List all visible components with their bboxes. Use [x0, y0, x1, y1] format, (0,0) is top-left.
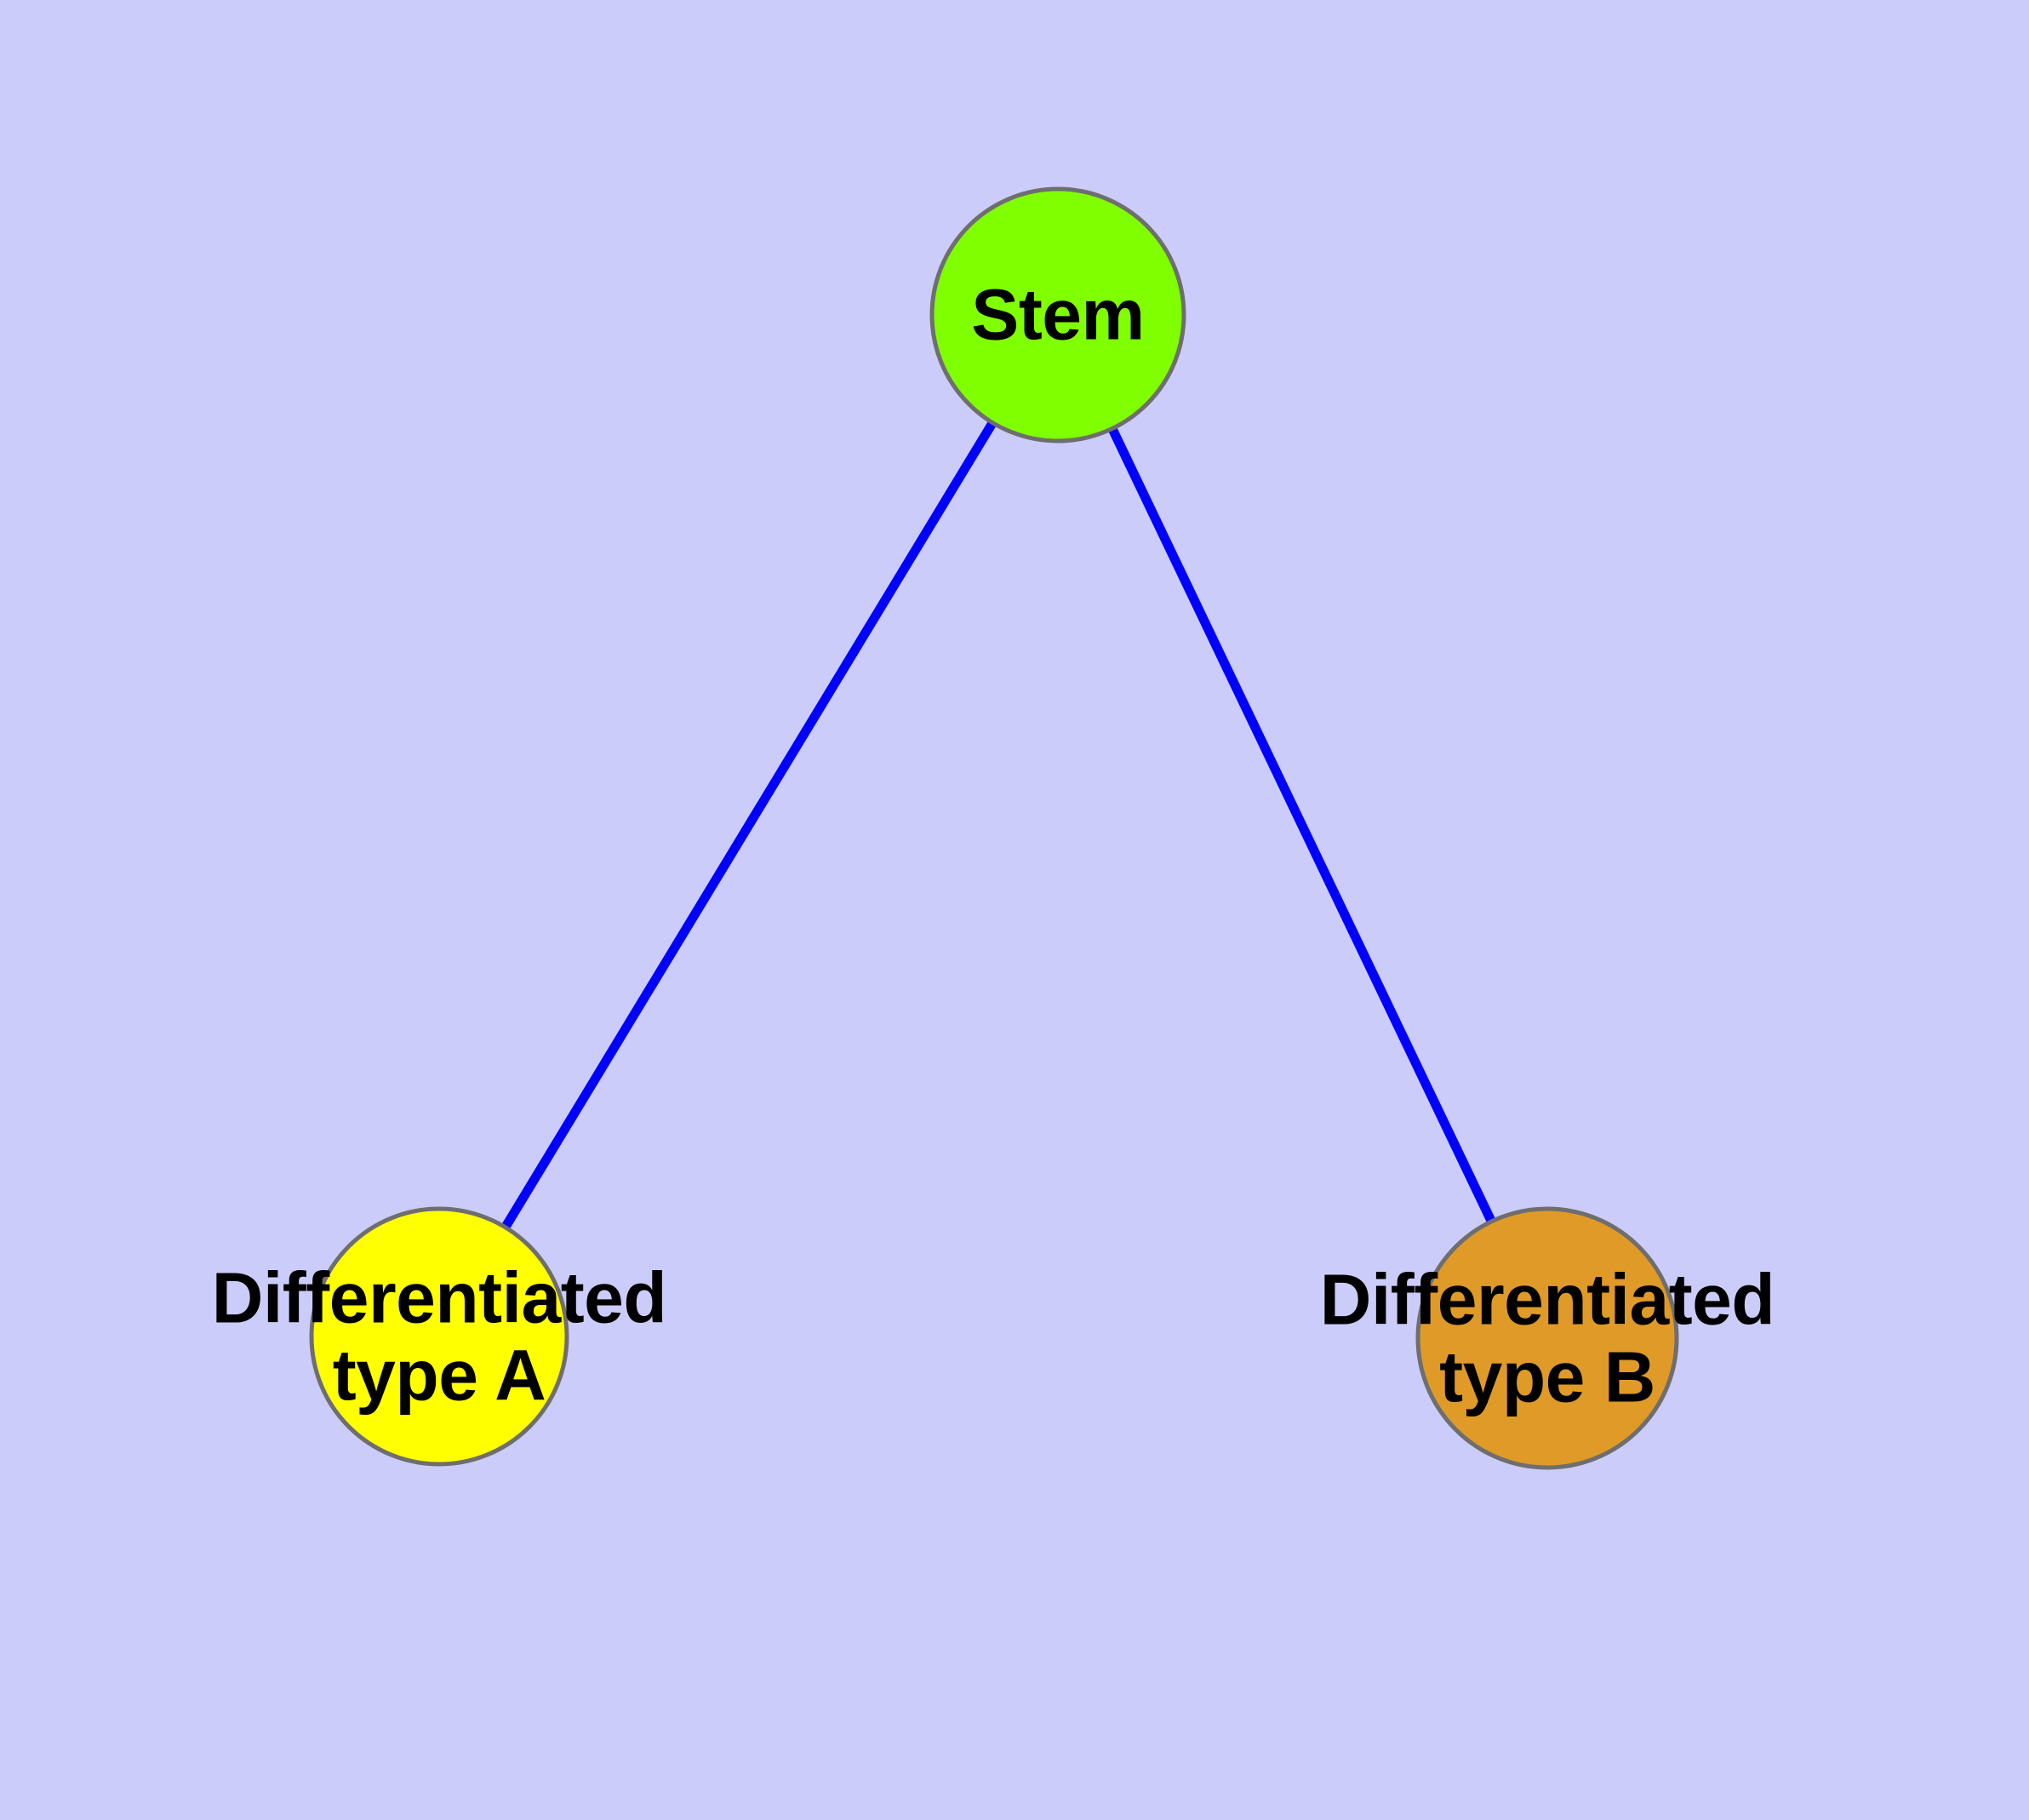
node-layer — [309, 186, 1679, 1470]
edge-layer — [435, 312, 1552, 1341]
node-differentiated-type-a[interactable] — [309, 1206, 569, 1467]
node-stem[interactable] — [929, 186, 1186, 444]
edge-stem-to-differentiated-type-b — [1054, 312, 1552, 1341]
edge-stem-to-differentiated-type-a — [435, 312, 1062, 1339]
node-differentiated-type-b[interactable] — [1415, 1206, 1679, 1470]
